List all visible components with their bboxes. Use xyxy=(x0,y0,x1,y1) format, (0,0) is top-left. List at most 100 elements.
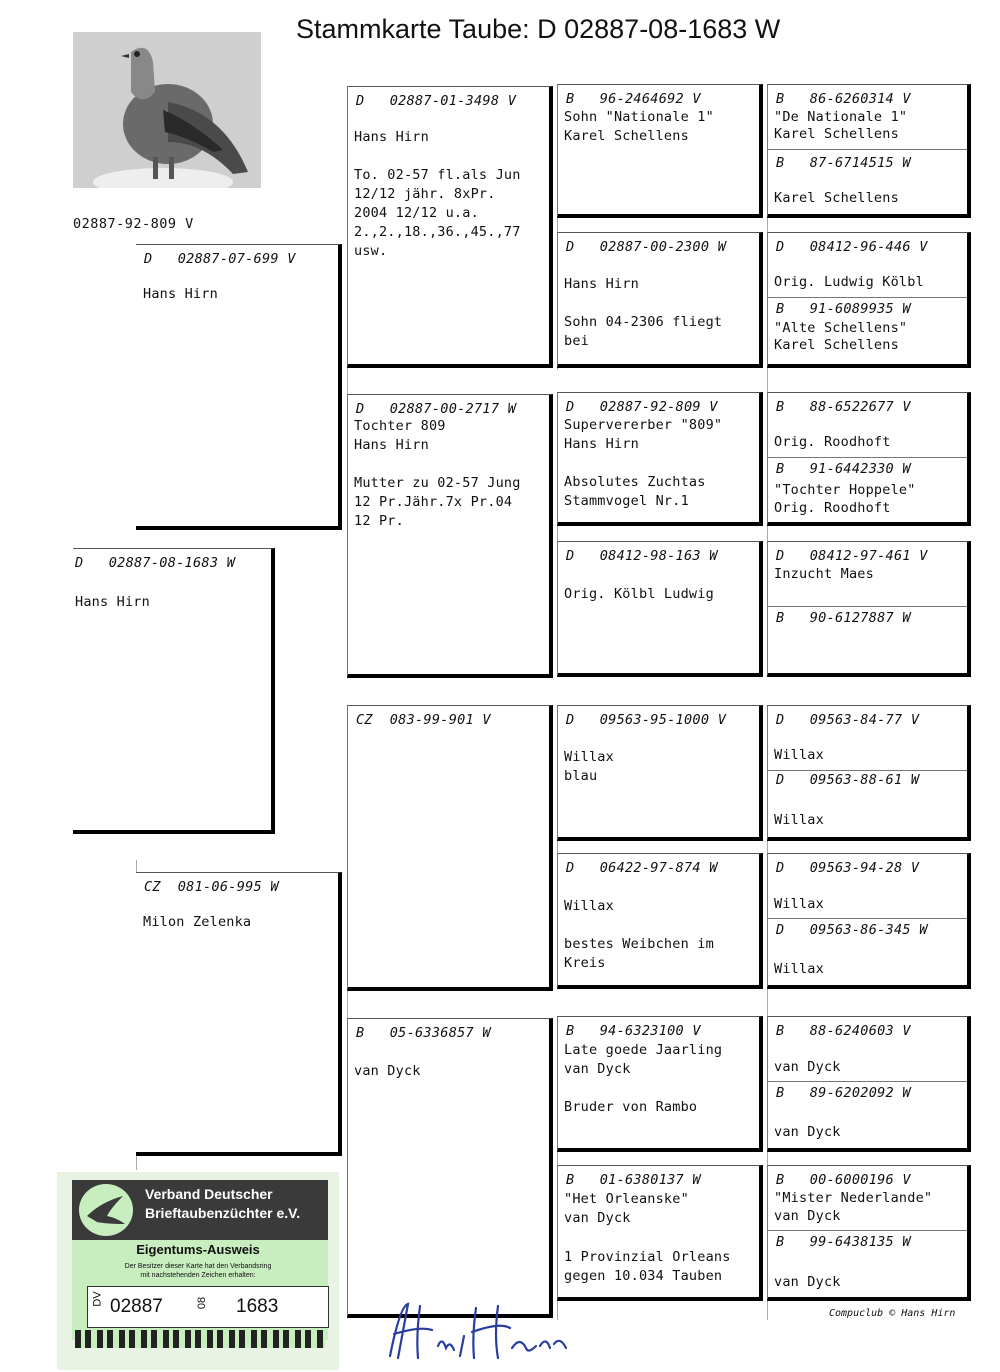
text-line: 12/12 jähr. 8xPr. xyxy=(354,186,496,202)
text-line: Hans Hirn xyxy=(564,276,639,292)
bracket-line xyxy=(557,398,558,673)
ring-number: D 02887-92-809 V xyxy=(566,399,718,415)
card-num3: 1683 xyxy=(236,1296,279,1317)
card-pattern xyxy=(75,1330,325,1348)
text-line: 1 Provinzial Orleans xyxy=(564,1249,731,1265)
text-line: bestes Weibchen im xyxy=(564,936,714,952)
text-line: van Dyck xyxy=(774,1208,841,1224)
text-line: "Tochter Hoppele" xyxy=(774,482,916,498)
text-line: Hans Hirn xyxy=(354,437,429,453)
text-line: van Dyck xyxy=(564,1061,631,1077)
text-line: Willax xyxy=(774,896,824,912)
pedigree-grandparent: D 02887-00-2717 W Tochter 809 Hans Hirn … xyxy=(347,394,553,678)
text-line: van Dyck xyxy=(774,1274,841,1290)
pedigree-gen4-pair: D 08412-96-446 V Orig. Ludwig Kölbl B 91… xyxy=(767,232,971,368)
bracket-line xyxy=(557,705,558,985)
text-line: "Het Orleanske" xyxy=(564,1191,689,1207)
text-line: "Mister Nederlande" xyxy=(774,1190,933,1206)
card-num1: 02887 xyxy=(110,1296,163,1317)
pair-divider xyxy=(768,606,967,607)
text-line: Absolutes Zuchtas xyxy=(564,474,706,490)
ring-number: B 05-6336857 W xyxy=(356,1025,491,1041)
text-line: 2.,2.,18.,36.,45.,77 xyxy=(354,224,521,240)
text-line: Willax xyxy=(774,812,824,828)
text-line: Late goede Jaarling xyxy=(564,1042,723,1058)
text-line: Sohn "Nationale 1" xyxy=(564,109,714,125)
ring-number: B 96-2464692 V xyxy=(566,91,701,107)
ring-number: B 00-6000196 V xyxy=(776,1172,911,1188)
pedigree-sire: D 02887-07-699 V Hans Hirn xyxy=(136,244,342,530)
pair-divider xyxy=(768,918,967,919)
pedigree-great-grandparent: D 02887-00-2300 W Hans Hirn Sohn 04-2306… xyxy=(557,232,763,368)
pedigree-great-grandparent: D 06422-97-874 W Willax bestes Weibchen … xyxy=(557,853,763,989)
pedigree-grandparent: CZ 083-99-901 V xyxy=(347,705,553,991)
text-line: Karel Schellens xyxy=(774,337,899,353)
text-line: blau xyxy=(564,768,598,784)
ring-number: B 89-6202092 W xyxy=(776,1085,911,1101)
card-title-line1: Verband Deutscher xyxy=(145,1186,273,1202)
text-line: Sohn 04-2306 fliegt xyxy=(564,314,723,330)
pedigree-grandparent: B 05-6336857 W van Dyck xyxy=(347,1018,553,1318)
text-line: van Dyck xyxy=(564,1210,631,1226)
bracket-line xyxy=(767,705,768,1320)
pedigree-great-grandparent: D 08412-98-163 W Orig. Kölbl Ludwig xyxy=(557,541,763,677)
bracket-line xyxy=(557,90,558,370)
text-line: Mutter zu 02-57 Jung xyxy=(354,475,521,491)
text-line: Hans Hirn xyxy=(564,436,639,452)
ring-number: D 02887-01-3498 V xyxy=(356,93,517,109)
ring-number: D 09563-84-77 V xyxy=(776,712,920,728)
pedigree-gen4-pair: B 88-6240603 V van Dyck B 89-6202092 W v… xyxy=(767,1016,971,1152)
card-small-text: Der Besitzer dieser Karte hat den Verban… xyxy=(57,1262,339,1280)
owner-text: Hans Hirn xyxy=(75,594,150,610)
pedigree-gen4-pair: D 09563-94-28 V Willax D 09563-86-345 W … xyxy=(767,853,971,989)
text-line: bei xyxy=(564,333,589,349)
pedigree-great-grandparent: D 09563-95-1000 V Willax blau xyxy=(557,705,763,841)
text-line: Willax xyxy=(564,749,614,765)
card-small-line2: mit nachstehenden Zeichen erhalten: xyxy=(140,1272,256,1279)
text-line: van Dyck xyxy=(354,1063,421,1079)
ring-number: B 87-6714515 W xyxy=(776,155,911,171)
text-line: Tochter 809 xyxy=(354,418,446,434)
ring-number: D 09563-94-28 V xyxy=(776,860,920,876)
text-line: Orig. Roodhoft xyxy=(774,434,891,450)
ring-number: B 01-6380137 W xyxy=(566,1172,701,1188)
ring-number: D 02887-00-2300 W xyxy=(566,239,727,255)
ring-number: B 88-6240603 V xyxy=(776,1023,911,1039)
ring-number: D 02887-08-1683 W xyxy=(75,555,236,571)
text-line: "Alte Schellens" xyxy=(774,320,908,336)
footer-credit: Compuclub © Hans Hirn xyxy=(829,1308,956,1319)
text-line: Willax xyxy=(774,961,824,977)
pedigree-great-grandparent: B 96-2464692 V Sohn "Nationale 1" Karel … xyxy=(557,84,763,218)
ring-number: CZ 083-99-901 V xyxy=(356,712,491,728)
ring-number: B 94-6323100 V xyxy=(566,1023,701,1039)
ring-number: B 91-6089935 W xyxy=(776,301,911,317)
handwritten-signature xyxy=(388,1302,568,1360)
text-line: Willax xyxy=(564,898,614,914)
text-line: Bruder von Rambo xyxy=(564,1099,698,1115)
pair-divider xyxy=(768,770,967,771)
ownership-card: Verband Deutscher Brieftaubenzüchter e.V… xyxy=(57,1172,339,1370)
card-title-line2: Brieftaubenzüchter e.V. xyxy=(145,1205,301,1221)
pedigree-great-grandparent: D 02887-92-809 V Supervererber "809" Han… xyxy=(557,392,763,526)
text-line: Orig. Kölbl Ludwig xyxy=(564,586,714,602)
ring-number: D 08412-96-446 V xyxy=(776,239,928,255)
text-line: Kreis xyxy=(564,955,606,971)
ring-number: B 99-6438135 W xyxy=(776,1234,911,1250)
pair-divider xyxy=(768,297,967,298)
pedigree-gen4-pair: D 09563-84-77 V Willax D 09563-88-61 W W… xyxy=(767,705,971,841)
pair-divider xyxy=(768,149,967,150)
text-line: 2004 12/12 u.a. xyxy=(354,205,479,221)
text-line: 12 Pr.Jähr.7x Pr.04 xyxy=(354,494,513,510)
ring-number: D 09563-86-345 W xyxy=(776,922,928,938)
pigeon-photo xyxy=(73,32,261,188)
text-line: Willax xyxy=(774,747,824,763)
ring-number: D 02887-00-2717 W xyxy=(356,401,517,417)
ring-number: CZ 081-06-995 W xyxy=(144,879,279,895)
pedigree-subject: D 02887-08-1683 W Hans Hirn xyxy=(73,548,275,834)
card-ring-number: DV 02887 08 1683 xyxy=(87,1286,329,1328)
pair-divider xyxy=(768,1230,967,1231)
ring-number: D 09563-95-1000 V xyxy=(566,712,727,728)
pedigree-great-grandparent: B 01-6380137 W "Het Orleanske" van Dyck … xyxy=(557,1165,763,1301)
pedigree-great-grandparent: B 94-6323100 V Late goede Jaarling van D… xyxy=(557,1016,763,1152)
owner-text: Hans Hirn xyxy=(143,286,218,302)
